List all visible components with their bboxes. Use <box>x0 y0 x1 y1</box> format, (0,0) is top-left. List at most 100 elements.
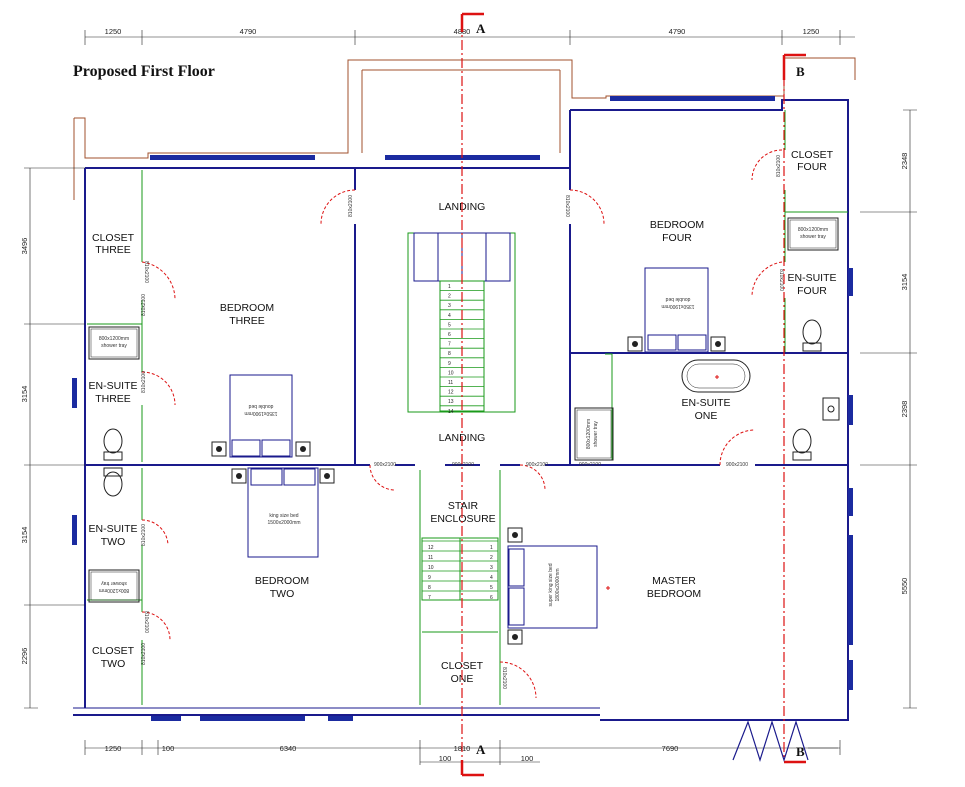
stair-number: 8 <box>428 585 431 591</box>
room-labels: CLOSET THREE BEDROOM THREE EN-SUITE THRE… <box>88 149 836 685</box>
svg-text:900x2100: 900x2100 <box>579 462 601 468</box>
section-marker-b: B <box>796 64 805 79</box>
stair-number: 5 <box>448 322 451 328</box>
stair-number: 3 <box>490 565 493 571</box>
dimension-labels: 1250 4790 4880 4790 1250 1250 100 6340 1… <box>20 27 909 763</box>
bed-bedroom-two: king size bed 1500x2000mm <box>231 467 335 558</box>
shower-tray-two: shower tray 800x1200mm <box>88 569 140 603</box>
stair-number: 5 <box>490 585 493 591</box>
section-marker-b: B <box>796 744 805 759</box>
svg-text:1350x1900mm: 1350x1900mm <box>661 303 694 309</box>
section-marker-a: A <box>476 21 486 36</box>
svg-text:100: 100 <box>439 754 452 763</box>
window <box>72 378 77 408</box>
window <box>150 155 315 160</box>
toilet <box>103 471 123 497</box>
stair-number: 2 <box>490 555 493 561</box>
dimension-lines <box>24 30 917 765</box>
toilet <box>802 319 822 345</box>
svg-text:double bed: double bed <box>248 403 273 409</box>
svg-text:900x2100: 900x2100 <box>726 462 748 468</box>
svg-text:800x1200mm: 800x1200mm <box>99 587 129 593</box>
shower-tray-three: 800x1200mm shower tray <box>88 326 140 360</box>
window <box>200 716 305 721</box>
bed-bedroom-three: double bed 1350x1900mm <box>211 374 311 458</box>
svg-text:810x2100: 810x2100 <box>348 195 354 217</box>
window <box>151 716 181 721</box>
svg-text:3154: 3154 <box>20 527 29 544</box>
svg-text:TWO: TWO <box>101 536 126 548</box>
section-line-b: B B <box>782 53 806 764</box>
svg-text:800x1200mm: 800x1200mm <box>586 419 592 449</box>
svg-text:1250: 1250 <box>803 27 820 36</box>
room-label-closet-two: CLOSET <box>92 645 135 657</box>
svg-text:4790: 4790 <box>669 27 686 36</box>
svg-text:7690: 7690 <box>662 744 679 753</box>
bed-bedroom-four: double bed 1350x1900mm <box>627 267 726 353</box>
svg-text:FOUR: FOUR <box>662 232 692 244</box>
stair-number: 1 <box>490 545 493 551</box>
svg-text:3154: 3154 <box>20 386 29 403</box>
svg-text:810x2100: 810x2100 <box>501 667 507 689</box>
stair-number: 1 <box>448 284 451 290</box>
svg-text:810x2100: 810x2100 <box>141 524 147 546</box>
bifold-doors <box>732 720 838 762</box>
room-label-ensuite-four: EN-SUITE <box>787 272 836 284</box>
svg-text:shower tray: shower tray <box>101 580 127 586</box>
window <box>610 96 775 101</box>
svg-text:THREE: THREE <box>95 393 131 405</box>
svg-text:2398: 2398 <box>900 401 909 418</box>
stair-number: 11 <box>428 555 433 561</box>
bathtub <box>681 359 751 393</box>
svg-text:1250: 1250 <box>105 27 122 36</box>
toilet <box>792 428 812 454</box>
svg-text:810x2100: 810x2100 <box>141 371 147 393</box>
stair-number: 2 <box>448 294 451 300</box>
svg-text:ONE: ONE <box>695 410 718 422</box>
room-label-closet-four: CLOSET <box>791 149 834 161</box>
shower-tray-one: 800x1200mm shower tray <box>574 407 614 461</box>
svg-text:810x2100: 810x2100 <box>776 155 782 177</box>
window <box>328 716 353 721</box>
svg-text:3496: 3496 <box>20 238 29 255</box>
svg-text:1500x2000mm: 1500x2000mm <box>267 520 300 526</box>
svg-text:king size bed: king size bed <box>269 513 298 519</box>
exterior-walls <box>73 99 849 721</box>
toilet <box>103 428 123 454</box>
svg-text:FOUR: FOUR <box>797 285 827 297</box>
window <box>848 660 853 690</box>
svg-text:1350x1900mm: 1350x1900mm <box>244 410 277 416</box>
room-label-ensuite-three: EN-SUITE <box>88 380 137 392</box>
stair-number: 12 <box>448 390 454 396</box>
svg-text:BEDROOM: BEDROOM <box>647 588 701 600</box>
svg-text:900x2100: 900x2100 <box>374 462 396 468</box>
window <box>72 515 77 545</box>
svg-text:5550: 5550 <box>900 578 909 595</box>
light-markers <box>606 375 719 590</box>
svg-text:100: 100 <box>162 744 175 753</box>
stair-number: 9 <box>448 361 451 367</box>
svg-text:810x2100: 810x2100 <box>778 269 784 291</box>
svg-text:1250: 1250 <box>105 744 122 753</box>
stair-number: 12 <box>428 545 434 551</box>
stair-number: 6 <box>490 595 493 601</box>
stair-number: 7 <box>428 595 431 601</box>
room-label-bedroom-two: BEDROOM <box>255 575 309 587</box>
stair-number: 8 <box>448 351 451 357</box>
svg-text:900x2100: 900x2100 <box>452 462 474 468</box>
svg-text:810x2100: 810x2100 <box>564 195 570 217</box>
plan-title: Proposed First Floor <box>73 63 215 80</box>
svg-text:super king size bed: super king size bed <box>548 563 554 606</box>
svg-text:double bed: double bed <box>665 296 690 302</box>
bed-master-bedroom: super king size bed 1800x2000mm <box>507 527 598 645</box>
stair-number: 4 <box>490 575 493 581</box>
svg-text:THREE: THREE <box>229 315 265 327</box>
svg-text:800x1200mm: 800x1200mm <box>99 336 129 342</box>
window <box>848 395 853 425</box>
svg-text:810x2100: 810x2100 <box>143 611 149 633</box>
room-label-ensuite-two: EN-SUITE <box>88 523 137 535</box>
svg-text:1800x2000mm: 1800x2000mm <box>555 568 561 601</box>
svg-text:shower tray: shower tray <box>101 343 127 349</box>
svg-text:shower tray: shower tray <box>593 421 599 447</box>
